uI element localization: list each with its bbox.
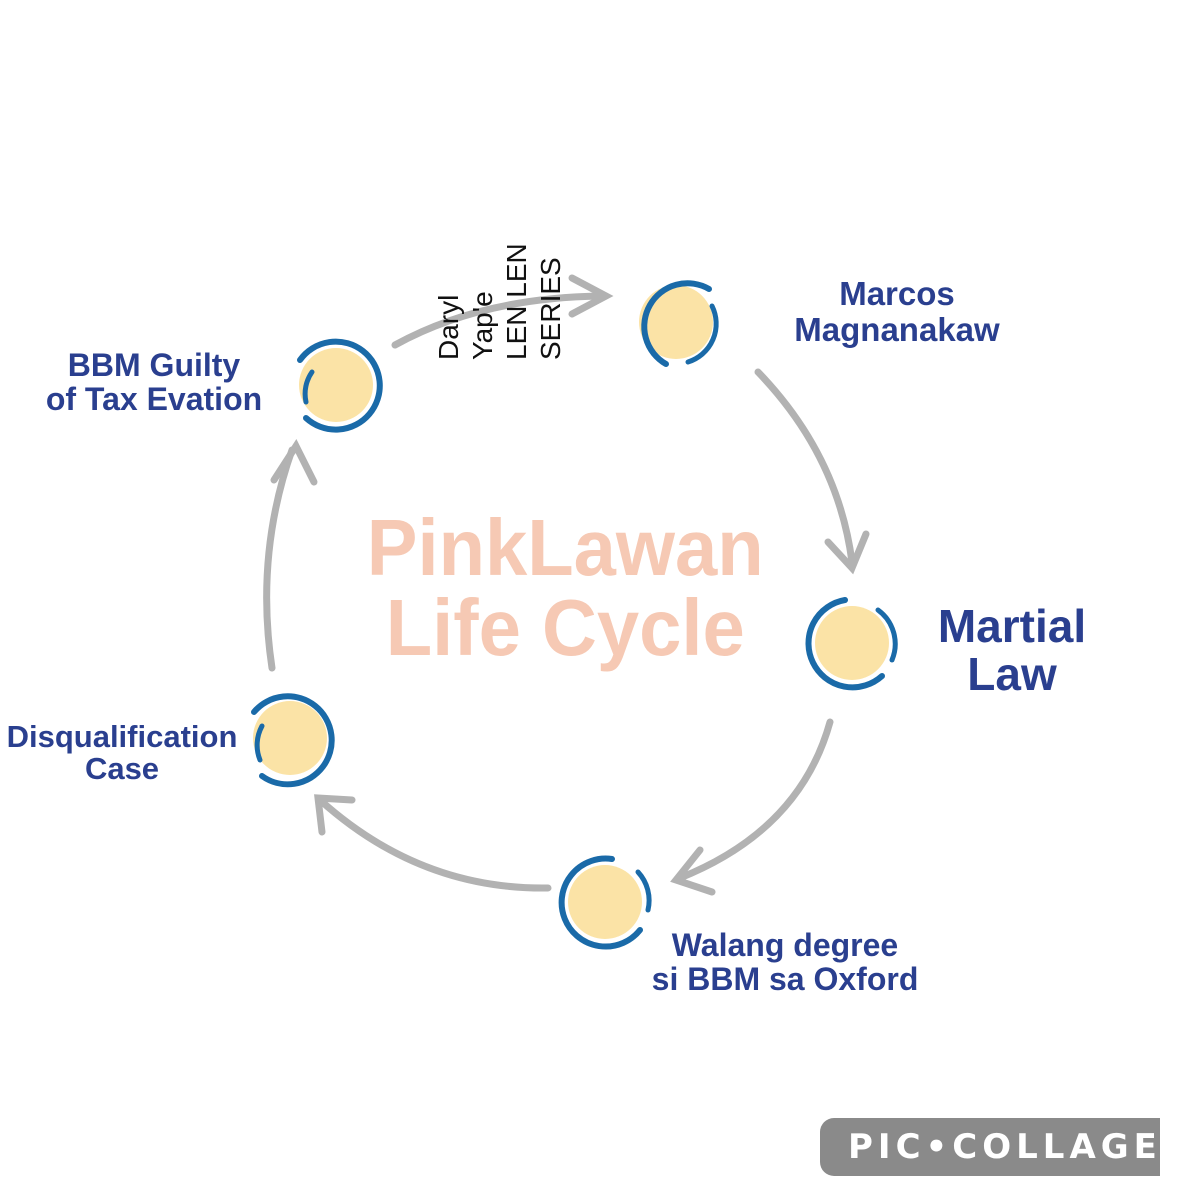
- label-disqual: Disqualification Case: [7, 719, 238, 786]
- overlay-line-3: LEN LEN: [501, 243, 532, 360]
- label-martial-line-1: Martial: [938, 600, 1086, 652]
- label-degree-line-2: si BBM sa Oxford: [652, 961, 919, 997]
- arrow-martial-to-degree: [676, 718, 834, 882]
- label-tax-line-1: BBM Guilty: [68, 347, 241, 383]
- node-degree: [558, 855, 652, 950]
- label-disqual-line-1: Disqualification: [7, 719, 238, 754]
- label-degree-line-1: Walang degree: [672, 927, 898, 963]
- arrowhead-marcos: [568, 274, 614, 318]
- label-marcos: Marcos Magnanakaw: [794, 275, 1000, 348]
- watermark-line-2: Life Cycle: [386, 582, 745, 672]
- node-disqual: [251, 693, 335, 788]
- arrow-disqual-to-tax: [263, 446, 296, 672]
- cycle-arrows: [263, 274, 870, 896]
- arrow-tax-to-marcos: [391, 292, 604, 349]
- node-tax: [297, 338, 383, 433]
- overlay-line-4: SERIES: [535, 257, 566, 360]
- arrowhead-martial: [824, 530, 870, 575]
- arrow-degree-to-disqual: [316, 796, 552, 892]
- label-degree: Walang degree si BBM sa Oxford: [652, 927, 919, 997]
- label-marcos-line-2: Magnanakaw: [794, 311, 1000, 348]
- arrowhead-tax: [270, 438, 318, 486]
- overlay-line-2: Yap'e: [467, 291, 498, 360]
- label-disqual-line-2: Case: [85, 751, 159, 786]
- arrowhead-disqual: [314, 794, 356, 836]
- label-martial: Martial Law: [938, 600, 1086, 700]
- overlay-line-1: Daryl: [433, 295, 464, 360]
- label-tax: BBM Guilty of Tax Evation: [46, 347, 262, 417]
- label-marcos-line-1: Marcos: [839, 275, 955, 312]
- label-martial-line-2: Law: [967, 648, 1057, 700]
- label-tax-line-2: of Tax Evation: [46, 381, 262, 417]
- pic-collage-badge: PIC•COLLAGE: [820, 1118, 1160, 1176]
- overlay-text: Daryl Yap'e LEN LEN SERIES: [433, 243, 566, 360]
- node-martial: [805, 597, 898, 691]
- arrowhead-degree: [670, 846, 716, 896]
- node-marcos: [639, 280, 719, 367]
- arrow-marcos-to-martial: [754, 368, 856, 566]
- watermark-line-1: PinkLawan: [367, 502, 764, 592]
